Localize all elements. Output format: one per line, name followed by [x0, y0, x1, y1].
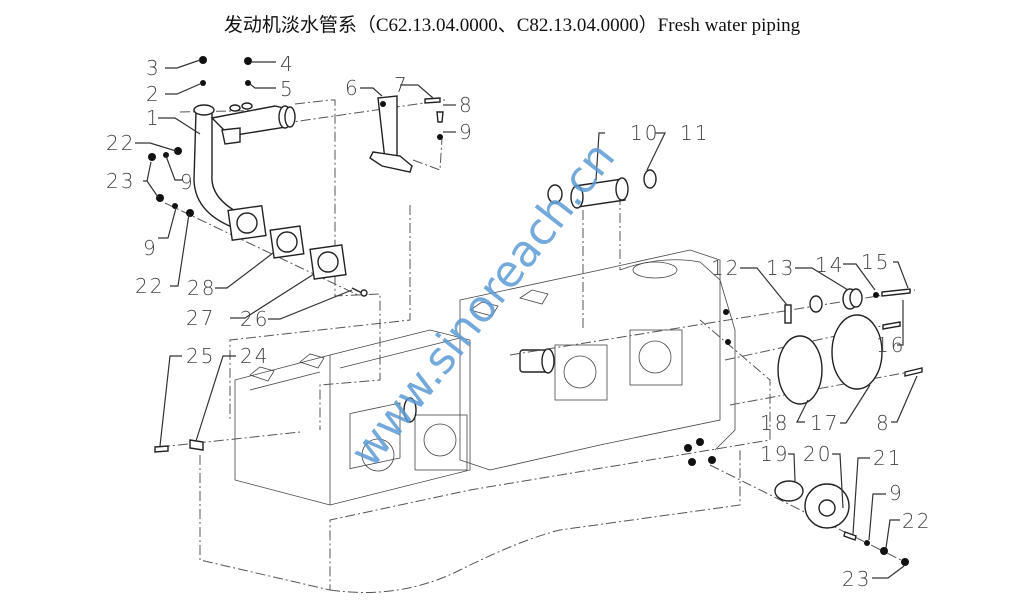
callout-9-left: 9	[180, 170, 195, 194]
watermark: www.sinoreach.cn	[340, 132, 625, 476]
part-17-cover-plate	[831, 314, 883, 390]
part-8-bolt	[436, 111, 444, 123]
callout-23-right: 23	[842, 567, 871, 591]
part-16-bolt	[882, 321, 901, 330]
callout-6: 6	[345, 76, 360, 100]
part-3-plug	[199, 56, 207, 64]
callout-15: 15	[861, 250, 890, 274]
callout-9-right: 9	[889, 481, 904, 505]
part-9-washer-lower	[172, 203, 178, 209]
callout-25: 25	[186, 344, 215, 368]
callout-17: 17	[810, 411, 839, 435]
part-15-washer	[873, 292, 879, 298]
callout-28: 28	[187, 276, 216, 300]
callout-labels: 3 2 1 4 5 6 7 8 9 22 9 23 9 22 28 27 26 …	[106, 52, 931, 591]
part-4-plug	[244, 57, 252, 65]
part-22-nut-lower	[186, 209, 194, 217]
part-10-connecting-pipe	[570, 177, 629, 209]
callout-13: 13	[766, 256, 795, 280]
part-23-cap-nut-upper	[148, 153, 156, 161]
part-24-clip	[189, 439, 204, 451]
callout-23-left: 23	[106, 169, 135, 193]
part-28-gasket	[269, 225, 305, 259]
callout-27: 27	[186, 306, 215, 330]
callout-11: 11	[680, 121, 709, 145]
part-11-o-ring-left	[547, 184, 563, 204]
callout-19: 19	[760, 442, 789, 466]
callout-4: 4	[280, 52, 295, 76]
callout-2: 2	[146, 82, 161, 106]
part-18-gasket	[777, 335, 823, 405]
part-11-o-ring-right	[643, 169, 657, 189]
callout-10: 10	[630, 121, 659, 145]
diagram-title: 发动机淡水管系（C62.13.04.0000、C82.13.04.0000）Fr…	[223, 15, 801, 36]
callout-5: 5	[280, 77, 295, 101]
part-19-seal	[774, 480, 804, 502]
part-20-flange	[804, 483, 850, 529]
callout-1: 1	[146, 106, 161, 130]
part-14-cover	[842, 288, 863, 310]
callout-18: 18	[760, 411, 789, 435]
part-2-washer	[200, 80, 206, 86]
callout-22-right: 22	[902, 509, 931, 533]
callout-20: 20	[803, 442, 832, 466]
part-8-stud	[904, 367, 923, 377]
part-22-nut-upper	[174, 147, 182, 155]
assembly-lines	[159, 99, 921, 563]
callout-12: 12	[711, 256, 740, 280]
callout-16: 16	[876, 333, 905, 357]
part-21-stud	[843, 531, 857, 541]
part-22-nut	[880, 547, 888, 555]
part-1-water-pipe-elbow	[193, 102, 296, 242]
part-23-cap-nut	[901, 558, 909, 566]
callout-21: 21	[873, 446, 902, 470]
part-26-bolt	[351, 287, 368, 297]
leader-lines	[135, 59, 918, 579]
part-13-o-ring	[809, 295, 823, 313]
part-9-washer	[864, 540, 870, 546]
part-6-bracket	[369, 95, 413, 173]
callout-3: 3	[146, 56, 161, 80]
callout-7: 7	[394, 73, 409, 97]
part-27-flange	[309, 244, 347, 280]
callout-8-top: 8	[459, 93, 474, 117]
callout-14: 14	[815, 253, 844, 277]
part-9-washer-left	[163, 152, 169, 158]
callout-24: 24	[240, 344, 269, 368]
callout-9-lower: 9	[143, 236, 158, 260]
part-5-washer	[245, 80, 251, 86]
callout-9-top: 9	[459, 120, 474, 144]
callout-22-lower: 22	[135, 274, 164, 298]
part-9-washer-upper	[437, 134, 443, 140]
callout-8-right: 8	[876, 411, 891, 435]
part-15-bolt	[881, 288, 911, 297]
callout-22-upper: 22	[106, 131, 135, 155]
callout-26: 26	[240, 307, 269, 331]
engine-block	[199, 249, 771, 593]
part-7-bolt	[424, 97, 441, 104]
part-25-bolt	[154, 445, 169, 453]
part-12-plug	[784, 304, 792, 324]
